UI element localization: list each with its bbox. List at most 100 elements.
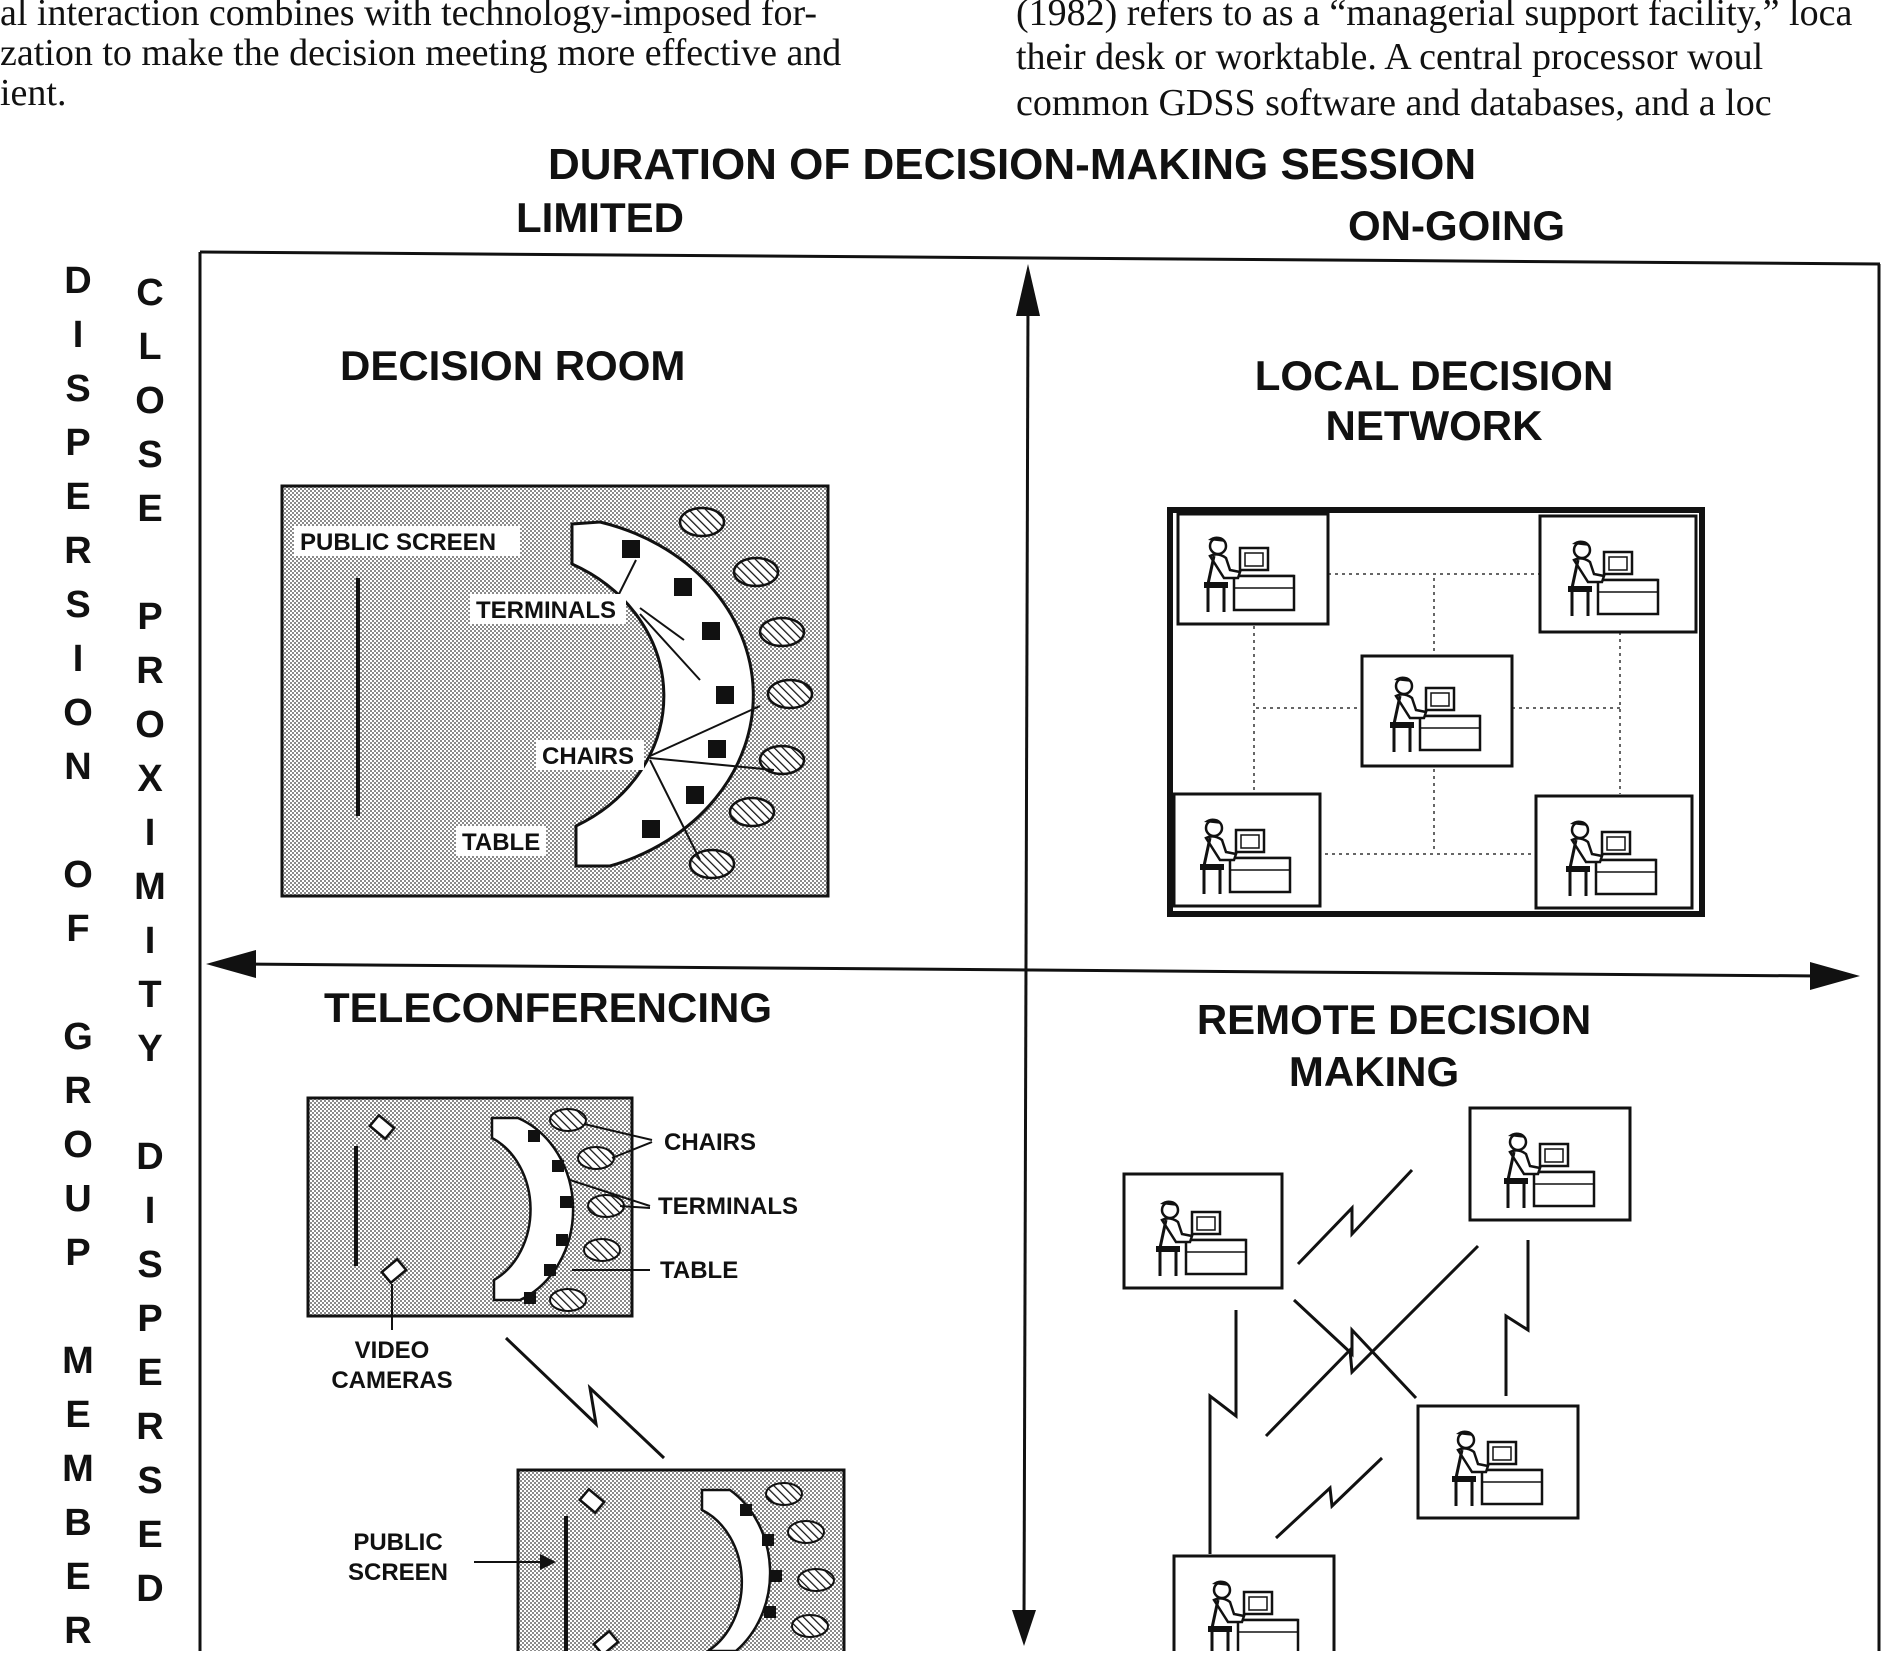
remote-links	[1208, 1168, 1530, 1554]
local-network-title-line-2: NETWORK	[1326, 402, 1543, 449]
body-text-right-line-3: common GDSS software and databases, and …	[1016, 82, 1772, 124]
vertical-label-letter: D	[64, 260, 92, 302]
vertical-label-letter: I	[144, 812, 156, 854]
teleconference-table-label: TABLE	[660, 1257, 738, 1284]
body-text-left-line-1: al interaction combines with technology-…	[0, 0, 818, 34]
vertical-label-letter: I	[144, 1190, 156, 1232]
vertical-label-letter: S	[65, 584, 91, 626]
vertical-label-letter: O	[135, 380, 165, 422]
vertical-label-letter: S	[137, 1460, 163, 1502]
public-screen-label-line-1: PUBLIC	[353, 1529, 442, 1556]
vertical-label-letter: O	[63, 1124, 93, 1166]
vertical-label-letter: I	[144, 920, 156, 962]
decision-room-chairs-label: CHAIRS	[542, 743, 634, 770]
teleconference-room-lower	[516, 1468, 846, 1651]
local-network-workstation-top-right	[1538, 514, 1698, 634]
horizontal-axis-arrow-left	[206, 950, 256, 978]
vertical-label-letter: T	[138, 974, 162, 1016]
local-network-links	[1253, 573, 1621, 855]
vertical-label-letter: R	[136, 650, 164, 692]
remote-workstation-top-right	[1468, 1106, 1632, 1222]
vertical-label-letter: E	[137, 488, 163, 530]
remote-workstation-bottom-left	[1172, 1554, 1336, 1651]
vertical-label-letter: P	[65, 1232, 91, 1274]
teleconferencing-title: TELECONFERENCING	[324, 984, 772, 1031]
vertical-label-letter: R	[64, 530, 92, 572]
body-text-left-line-2: zation to make the decision meeting more…	[0, 32, 842, 74]
remote-workstation-middle-right	[1416, 1404, 1580, 1520]
decision-room-table-label: TABLE	[462, 829, 540, 856]
decision-room-terminals	[622, 540, 734, 838]
body-text-right-line-1: (1982) refers to as a “managerial suppor…	[1016, 0, 1853, 34]
vertical-label-letter: P	[137, 596, 163, 638]
vertical-label-letter: G	[63, 1016, 93, 1058]
vertical-label-letter: U	[64, 1178, 92, 1220]
remote-workstation-left	[1122, 1172, 1284, 1290]
vertical-label-letter: R	[64, 1610, 92, 1652]
vertical-label-letter: P	[137, 1298, 163, 1340]
frame-top	[199, 250, 1881, 266]
video-cameras-label-line-2: CAMERAS	[331, 1367, 452, 1394]
vertical-label-letter: C	[136, 272, 164, 314]
vertical-label-letter: F	[66, 908, 90, 950]
vertical-label-letter: R	[136, 1406, 164, 1448]
vertical-label-letter: Y	[137, 1028, 163, 1070]
vertical-label-letter: X	[137, 758, 163, 800]
vertical-label-letter: E	[65, 476, 91, 518]
vertical-label-letter: M	[134, 866, 166, 908]
remote-title-line-1: REMOTE DECISION	[1197, 996, 1591, 1043]
vertical-label-letter: R	[64, 1070, 92, 1112]
vertical-label-letter: L	[138, 326, 162, 368]
decision-room-leader-lines	[617, 559, 775, 861]
diagram-title: DURATION OF DECISION-MAKING SESSION	[548, 140, 1477, 189]
horizontal-axis-arrow-right	[1810, 962, 1860, 990]
horizontal-axis	[239, 962, 1821, 978]
body-text-left-line-3: ient.	[0, 72, 67, 114]
vertical-label-letter: N	[64, 746, 92, 788]
local-network-workstation-bottom-right	[1534, 794, 1694, 910]
column-label-ongoing: ON-GOING	[1348, 202, 1565, 249]
vertical-label-letter: E	[65, 1394, 91, 1436]
vertical-label-letter: E	[137, 1514, 163, 1556]
vertical-label-letter: D	[136, 1136, 164, 1178]
local-network-workstation-center	[1360, 654, 1514, 768]
remote-title-line-2: MAKING	[1289, 1048, 1459, 1095]
local-network-title-line-1: LOCAL DECISION	[1255, 352, 1614, 399]
teleconference-link-zigzag	[504, 1336, 666, 1460]
body-text-right-line-2: their desk or worktable. A central proce…	[1016, 36, 1764, 78]
teleconference-terminals-label: TERMINALS	[658, 1193, 798, 1220]
video-cameras-label-line-1: VIDEO	[355, 1337, 430, 1364]
vertical-label-letter: O	[135, 704, 165, 746]
column-label-limited: LIMITED	[516, 194, 684, 241]
vertical-label-letter: B	[64, 1502, 92, 1544]
vertical-label-letter: D	[136, 1568, 164, 1610]
vertical-axis-arrow-down	[1012, 1610, 1036, 1646]
vertical-label-letter: S	[137, 1244, 163, 1286]
vertical-label-letter: E	[137, 1352, 163, 1394]
vertical-label-letter: S	[65, 368, 91, 410]
vertical-label-letter: I	[72, 638, 84, 680]
vertical-label-letter: E	[65, 1556, 91, 1598]
decision-room-terminals-label: TERMINALS	[476, 597, 616, 624]
teleconference-room-upper	[306, 1096, 653, 1330]
decision-room-public-screen-label: PUBLIC SCREEN	[300, 529, 496, 556]
teleconference-chairs-label: CHAIRS	[664, 1129, 756, 1156]
local-network-workstation-bottom-left	[1172, 792, 1322, 908]
local-network-workstation-top-left	[1176, 512, 1330, 626]
vertical-axis-arrow-up	[1016, 264, 1040, 316]
decision-room-title: DECISION ROOM	[340, 342, 685, 389]
vertical-label-letter: I	[72, 314, 84, 356]
vertical-label-letter: O	[63, 692, 93, 734]
vertical-label-letter: M	[62, 1448, 94, 1490]
vertical-label-letter: O	[63, 854, 93, 896]
vertical-label-letter: M	[62, 1340, 94, 1382]
vertical-axis	[1022, 299, 1030, 1621]
public-screen-label-line-2: SCREEN	[348, 1559, 448, 1586]
vertical-label-letter: P	[65, 422, 91, 464]
decision-room-chairs	[678, 506, 814, 880]
vertical-label-letter: S	[137, 434, 163, 476]
decision-room-table	[570, 520, 755, 868]
